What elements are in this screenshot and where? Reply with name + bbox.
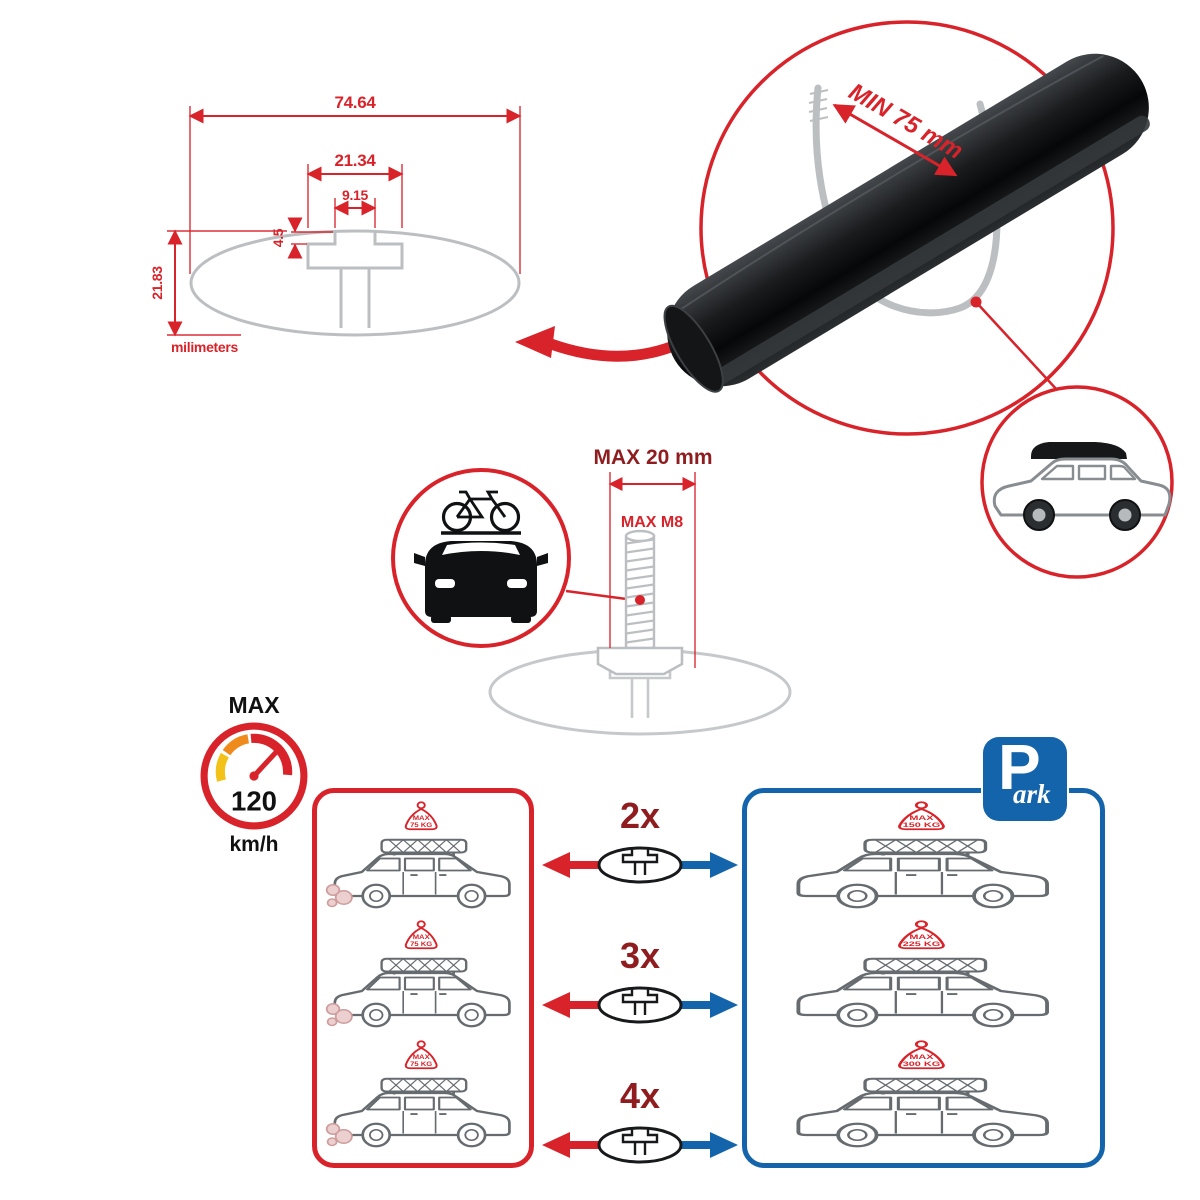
- park-letter: P: [998, 731, 1041, 803]
- car-with-load: MAX 75 KG: [325, 801, 511, 909]
- svg-text:MAX: MAX: [909, 815, 933, 822]
- svg-text:MAX: MAX: [909, 934, 933, 941]
- dimension-unit-label: milimeters: [171, 339, 239, 355]
- svg-text:MAX: MAX: [413, 935, 430, 941]
- car-front-icon: [414, 541, 548, 623]
- profile-web: [339, 268, 371, 328]
- svg-text:MAX: MAX: [413, 816, 430, 822]
- load-tag: MAX 75 KG: [404, 801, 438, 831]
- svg-text:300 KG: 300 KG: [902, 1060, 940, 1067]
- multiplier-label: 3x: [619, 935, 661, 977]
- bolt-max-thread-label: MAX M8: [621, 514, 683, 531]
- crossbar-zoom-detail: MIN 75 mm: [663, 20, 1150, 436]
- park-sign: P ark: [983, 731, 1067, 821]
- car-with-load: MAX 225 KG: [795, 920, 1049, 1029]
- crossbar-quantity-arrow: [542, 846, 738, 884]
- needle: [251, 745, 283, 779]
- multiplier-label: 4x: [619, 1075, 661, 1117]
- callout-line: [975, 301, 1071, 405]
- bolt-callout-dot: [635, 595, 645, 605]
- dimension-total-height: 21.83: [149, 266, 165, 300]
- crossbar-end-cap: [663, 304, 724, 393]
- svg-text:225 KG: 225 KG: [902, 941, 940, 948]
- parked-load-panel: MAX 150 KG MAX 225 KG MAX 300 KG: [742, 788, 1105, 1168]
- multiplier-label: 2x: [619, 795, 661, 836]
- park-script: ark: [1013, 779, 1051, 809]
- arrowhead: [515, 326, 555, 358]
- driving-load-panel: MAX 75 KG MAX 75 KG MAX 75 KG: [312, 788, 534, 1168]
- speed-title: MAX: [228, 692, 280, 718]
- t-slot-nut: [596, 646, 684, 676]
- profile-ellipse: [189, 229, 521, 337]
- car-with-load: MAX 300 KG: [795, 1040, 1049, 1148]
- quantity-group: 4x: [536, 1076, 744, 1168]
- profile-dimension-drawing: 74.64 21.34 9.15 4.5 21.83 milimeters: [149, 93, 522, 355]
- crossbar-quantity-arrow: [542, 986, 738, 1024]
- crossbar-quantity-arrow: [542, 1126, 738, 1164]
- svg-text:75 KG: 75 KG: [410, 823, 433, 829]
- exhaust-smoke: [325, 1122, 353, 1147]
- car-roofbox-detail: [980, 385, 1174, 579]
- load-tag: MAX 75 KG: [404, 1040, 438, 1069]
- load-tag: MAX 225 KG: [897, 920, 945, 950]
- bolt-spec-diagram: MAX 20 mm MAX M8: [488, 446, 792, 736]
- car-with-load: MAX 150 KG: [795, 801, 1049, 910]
- dimension-total-width: 74.64: [334, 93, 376, 112]
- u-bolt-threads: [808, 89, 829, 122]
- svg-text:MAX: MAX: [909, 1053, 933, 1060]
- svg-text:150 KG: 150 KG: [902, 821, 940, 828]
- dimension-slot-width: 9.15: [342, 187, 369, 203]
- exhaust-smoke: [325, 1003, 353, 1027]
- car-with-load: MAX 75 KG: [325, 920, 511, 1029]
- dimension-lip-depth: 4.5: [270, 228, 286, 247]
- bolt-top: [624, 529, 656, 543]
- max-speed-badge: MAX 120 km/h: [192, 692, 316, 857]
- speedometer: 120: [199, 721, 309, 831]
- load-tag: MAX 75 KG: [404, 920, 438, 950]
- svg-text:MAX: MAX: [413, 1055, 430, 1061]
- quantity-arrows-column: 2x 3x 4x: [536, 796, 744, 1168]
- quantity-group: 3x: [536, 936, 744, 1028]
- dimension-channel-width: 21.34: [334, 151, 376, 170]
- exhaust-smoke: [325, 884, 353, 908]
- bolt-max-length-label: MAX 20 mm: [593, 446, 712, 469]
- roof-box: [1031, 442, 1127, 459]
- speed-unit: km/h: [229, 833, 279, 856]
- svg-text:75 KG: 75 KG: [410, 1061, 433, 1067]
- profile-t-slot: [306, 232, 404, 270]
- speed-value: 120: [231, 786, 277, 817]
- slot-profile-web: [630, 678, 650, 718]
- load-tag: MAX 150 KG: [897, 801, 945, 831]
- crossbar-render: [663, 53, 1150, 393]
- svg-text:75 KG: 75 KG: [410, 942, 433, 948]
- bike-icon: [441, 490, 521, 535]
- quantity-group: 2x: [536, 796, 744, 888]
- car-with-load: MAX 75 KG: [325, 1040, 511, 1148]
- load-tag: MAX 300 KG: [897, 1040, 945, 1069]
- bike-carrier-icon-circle: [391, 468, 571, 648]
